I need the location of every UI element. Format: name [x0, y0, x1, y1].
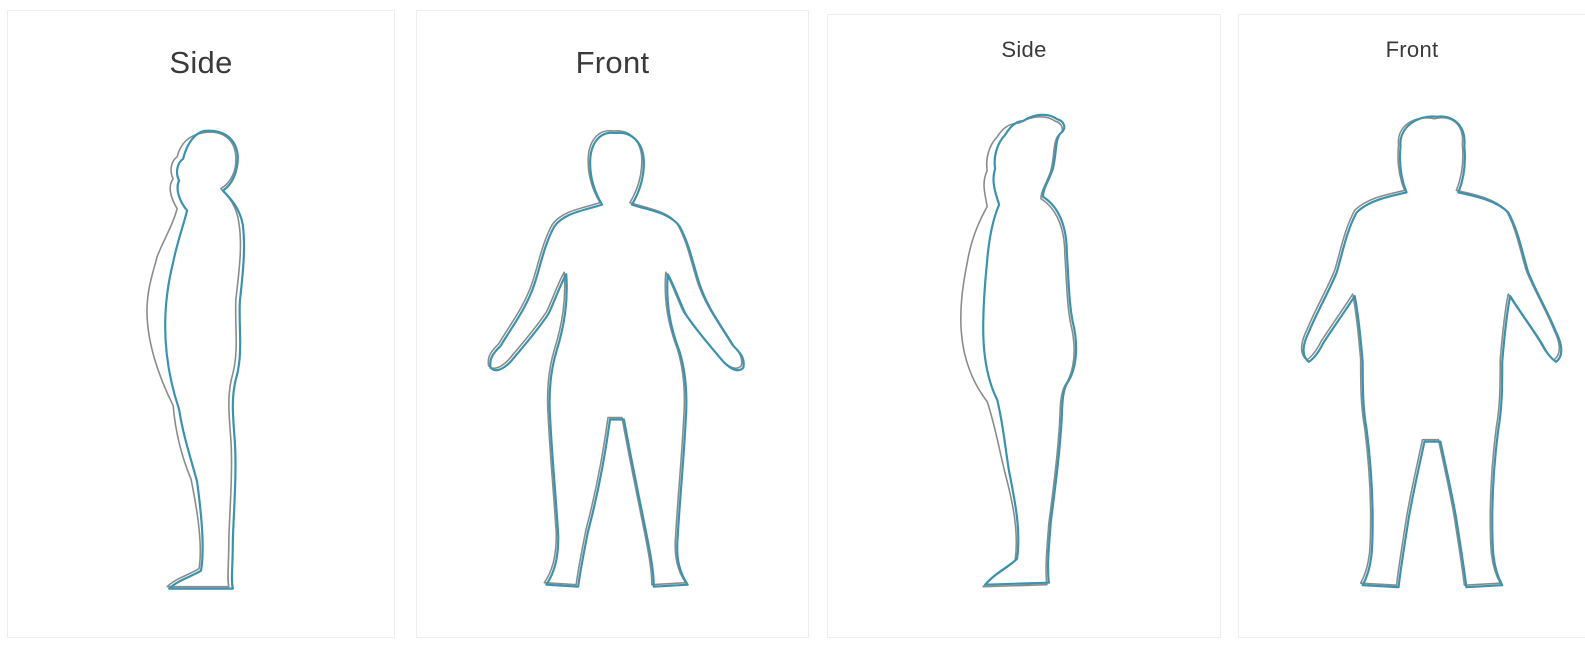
side-silhouette-figure	[828, 15, 1220, 637]
side-view-panel-3: Side	[827, 14, 1221, 638]
front-silhouette-figure	[417, 11, 808, 637]
fitted-outline	[490, 133, 743, 587]
fitted-outline	[165, 131, 244, 589]
reference-outline	[488, 131, 741, 585]
front-silhouette-figure	[1239, 15, 1585, 637]
side-view-panel-1: Side	[7, 10, 395, 638]
reference-outline	[147, 132, 241, 587]
front-view-panel-2: Front	[416, 10, 809, 638]
side-silhouette-figure	[8, 11, 394, 637]
reference-outline	[1302, 118, 1560, 585]
fitted-outline	[1304, 116, 1562, 587]
fitted-outline	[983, 115, 1076, 585]
front-view-panel-4: Front	[1238, 14, 1585, 638]
